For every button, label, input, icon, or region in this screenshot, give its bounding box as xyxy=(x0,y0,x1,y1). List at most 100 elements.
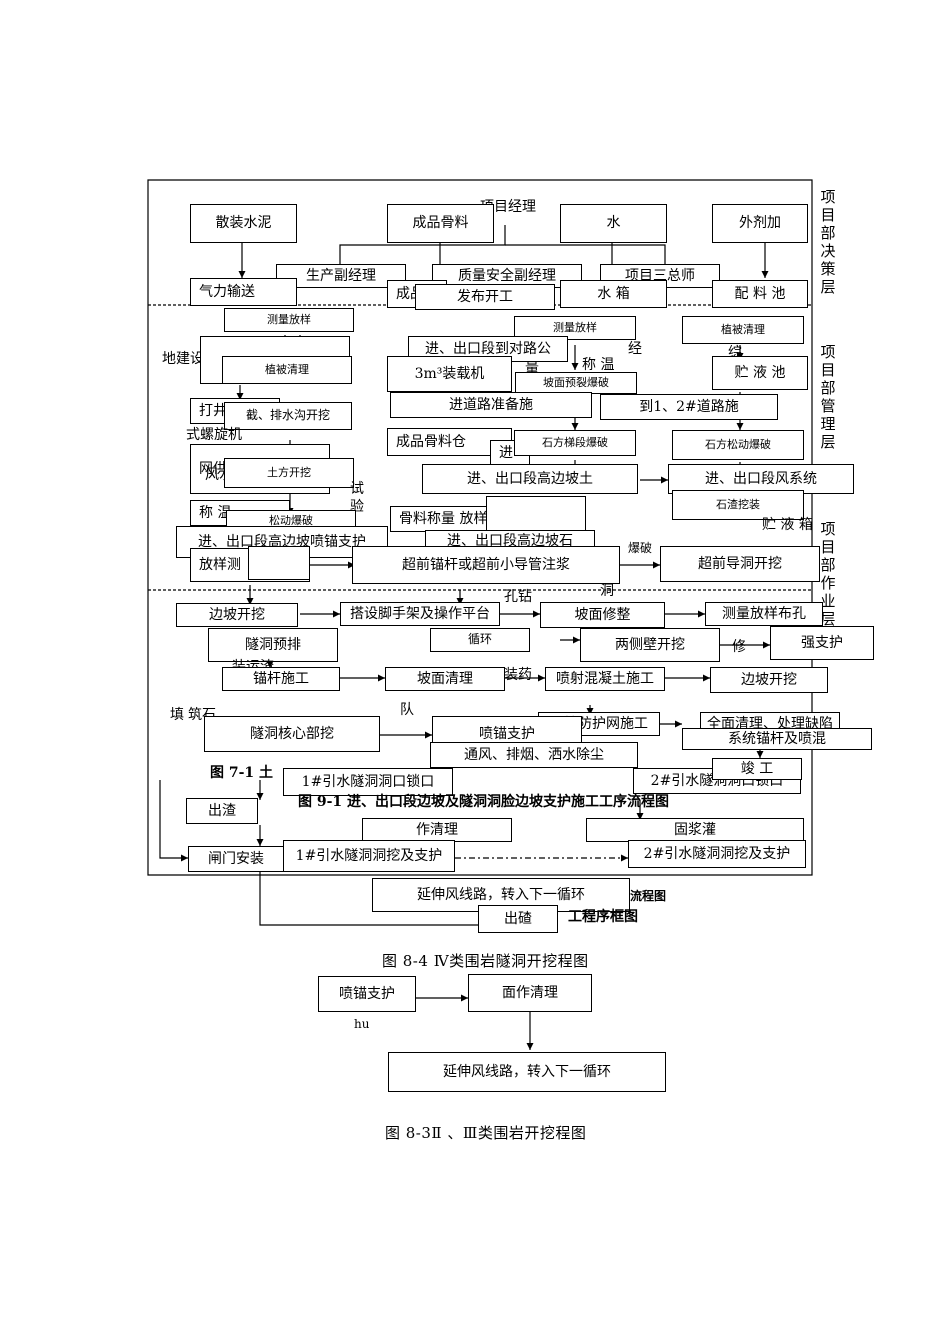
fig-8-4-caption: 图 8-4 Ⅳ类围岩隧洞开挖程图 xyxy=(382,952,589,970)
presplit-blast-box: 坡面预裂爆破 xyxy=(515,372,637,394)
gate-install-box: 闸门安装 xyxy=(188,846,284,872)
tunnel-pre-box: 隧洞预排 xyxy=(208,628,338,662)
label: 喷射混凝土施工 xyxy=(556,670,654,687)
label: 气力输送 xyxy=(199,283,255,300)
label: 作清理 xyxy=(416,821,458,838)
fig-7-1-caption: 图 7-1 土 xyxy=(210,765,274,781)
label: 土方开挖 xyxy=(267,465,311,479)
survey-setout-box-1: 测量放样 xyxy=(224,308,354,332)
side-label-decision: 项目部决策层 xyxy=(820,188,836,296)
cycle-box: 循环 xyxy=(430,628,530,652)
label: 两侧壁开挖 xyxy=(615,636,685,653)
production-deputy-box: 生产副经理 xyxy=(276,264,406,288)
label: 测量放样布孔 xyxy=(722,605,806,622)
label: 边坡开挖 xyxy=(741,671,797,688)
side-label-operation: 项目部作业层 xyxy=(820,520,836,628)
label: 石方梯段爆破 xyxy=(542,435,608,449)
label: 散装水泥 xyxy=(215,215,272,232)
slope-excavation-box-1: 边坡开挖 xyxy=(176,603,298,627)
label: 出渣 xyxy=(208,802,236,819)
label: 成品骨料 xyxy=(412,215,469,232)
label: 坡面清理 xyxy=(417,670,473,687)
label: 发布开工 xyxy=(457,288,513,305)
bulk-cement-box: 散装水泥 xyxy=(190,204,297,243)
tunnel2-excavation-box: 2#引水隧洞洞挖及支护 xyxy=(628,840,806,868)
label-weigh-temp-1: 称 温 xyxy=(582,357,615,373)
label: 贮 液 池 xyxy=(734,364,786,381)
label: 外剂加 xyxy=(739,215,781,232)
label: 放样测 xyxy=(199,556,241,573)
label: 边坡开挖 xyxy=(209,606,265,623)
ventilation-box: 通风、排烟、洒水除尘 xyxy=(430,742,638,768)
road-12-box: 到1、2#道路施 xyxy=(600,394,778,420)
strong-support-box: 强支护 xyxy=(770,626,874,660)
overlay-box-2 xyxy=(248,546,310,580)
label: 喷锚支护 xyxy=(339,985,395,1002)
label: 1#引水隧洞洞挖及支护 xyxy=(295,847,443,864)
grout-box: 固浆灌 xyxy=(586,818,804,842)
label: 喷锚支护 xyxy=(479,725,535,742)
fig-9-1-caption: 图 9-1 进、出口段边坡及隧洞洞脸边坡支护施工工序流程图 xyxy=(298,794,670,810)
drainage-ditch-box: 截、排水沟开挖 xyxy=(224,402,352,430)
shotcrete-bolt-box-lower: 喷锚支护 xyxy=(318,976,416,1012)
face-clean-box-lower: 面作清理 xyxy=(468,974,592,1012)
slope-clean-box: 坡面清理 xyxy=(385,667,505,691)
label: 石渣挖装 xyxy=(716,497,760,511)
label: 3m³装载机 xyxy=(414,365,485,382)
label: 生产副经理 xyxy=(306,267,376,284)
label: 测量放样 xyxy=(553,320,597,334)
extend-cycle-box-2: 延伸风线路，转入下一循环 xyxy=(388,1052,666,1092)
extend-cycle-box-1: 延伸风线路，转入下一循环 xyxy=(372,878,630,912)
label: 骨料称量 放样测 xyxy=(399,510,502,527)
mixing-tank-box: 配 料 池 xyxy=(712,280,808,308)
label: 松动爆破 xyxy=(269,513,313,527)
label: 到1、2#道路施 xyxy=(639,398,739,415)
label: 搭设脚手架及操作平台 xyxy=(350,605,490,622)
label: 进道路准备施 xyxy=(449,396,533,413)
label: 闸门安装 xyxy=(208,850,264,867)
vegetation-clearing-box-2: 植被清理 xyxy=(222,356,352,384)
label: 隧洞预排 xyxy=(245,636,301,653)
procedure-caption-frag: 工程序框图 xyxy=(568,909,638,925)
label: 成品骨料仓 xyxy=(396,433,466,450)
overlay-box-1 xyxy=(486,496,586,532)
label: 项目三总师 xyxy=(625,267,695,284)
label: 水 箱 xyxy=(597,285,630,302)
side-label-management: 项目部管理层 xyxy=(820,343,836,451)
work-clean-box: 作清理 xyxy=(362,818,512,842)
loader-box: 3m³装载机 xyxy=(387,356,512,392)
label: 循环 xyxy=(467,632,492,647)
label: 水 xyxy=(606,215,621,232)
label: 石方松动爆破 xyxy=(705,437,771,451)
label-shi: 试 xyxy=(350,481,364,497)
label: 超前锚杆或超前小导管注浆 xyxy=(402,556,570,573)
setout-drill-layout-box: 测量放样布孔 xyxy=(705,602,823,626)
label: 进 xyxy=(499,444,513,461)
vegetation-clearing-box-1: 植被清理 xyxy=(682,316,804,344)
core-excavation-box: 隧洞核心部挖 xyxy=(204,716,380,752)
advance-bolt-grouting-box: 超前锚杆或超前小导管注浆 xyxy=(352,546,620,584)
muck-out-box-2: 出碴 xyxy=(478,905,558,933)
repair-label: 修 xyxy=(732,639,746,655)
label: 坡面修整 xyxy=(574,606,631,623)
label: 进、出口段高边坡石 xyxy=(447,532,573,549)
blast-label: 爆破 xyxy=(628,541,653,555)
label: 进、出口段高边坡喷锚支护 xyxy=(198,533,366,550)
slope-trim-box: 坡面修整 xyxy=(540,602,665,628)
road-prep-box: 进道路准备施 xyxy=(390,392,592,418)
flowchart-caption-frag: 流程图 xyxy=(630,889,667,903)
scaffold-box: 搭设脚手架及操作平台 xyxy=(340,602,500,626)
loose-blast-box-1: 石方松动爆破 xyxy=(672,430,804,460)
label: 面作清理 xyxy=(502,984,558,1001)
storage-tank-label: 贮 液 箱 xyxy=(762,517,813,533)
charging-label: 装药 xyxy=(504,667,532,683)
completion-box: 竣 工 xyxy=(712,758,802,780)
label: 出碴 xyxy=(504,910,532,927)
tunnel1-excavation-box: 1#引水隧洞洞挖及支护 xyxy=(283,840,455,872)
shotcrete-box: 喷射混凝土施工 xyxy=(545,667,665,691)
pilot-tunnel-box: 超前导洞开挖 xyxy=(660,546,820,582)
drill-hole-label: 孔钻 xyxy=(504,589,532,605)
tunnel1-portal-lock-box: 1#引水隧洞洞口锁口 xyxy=(283,768,453,796)
label: 延伸风线路，转入下一循环 xyxy=(417,886,585,903)
label: 配 料 池 xyxy=(734,285,786,302)
